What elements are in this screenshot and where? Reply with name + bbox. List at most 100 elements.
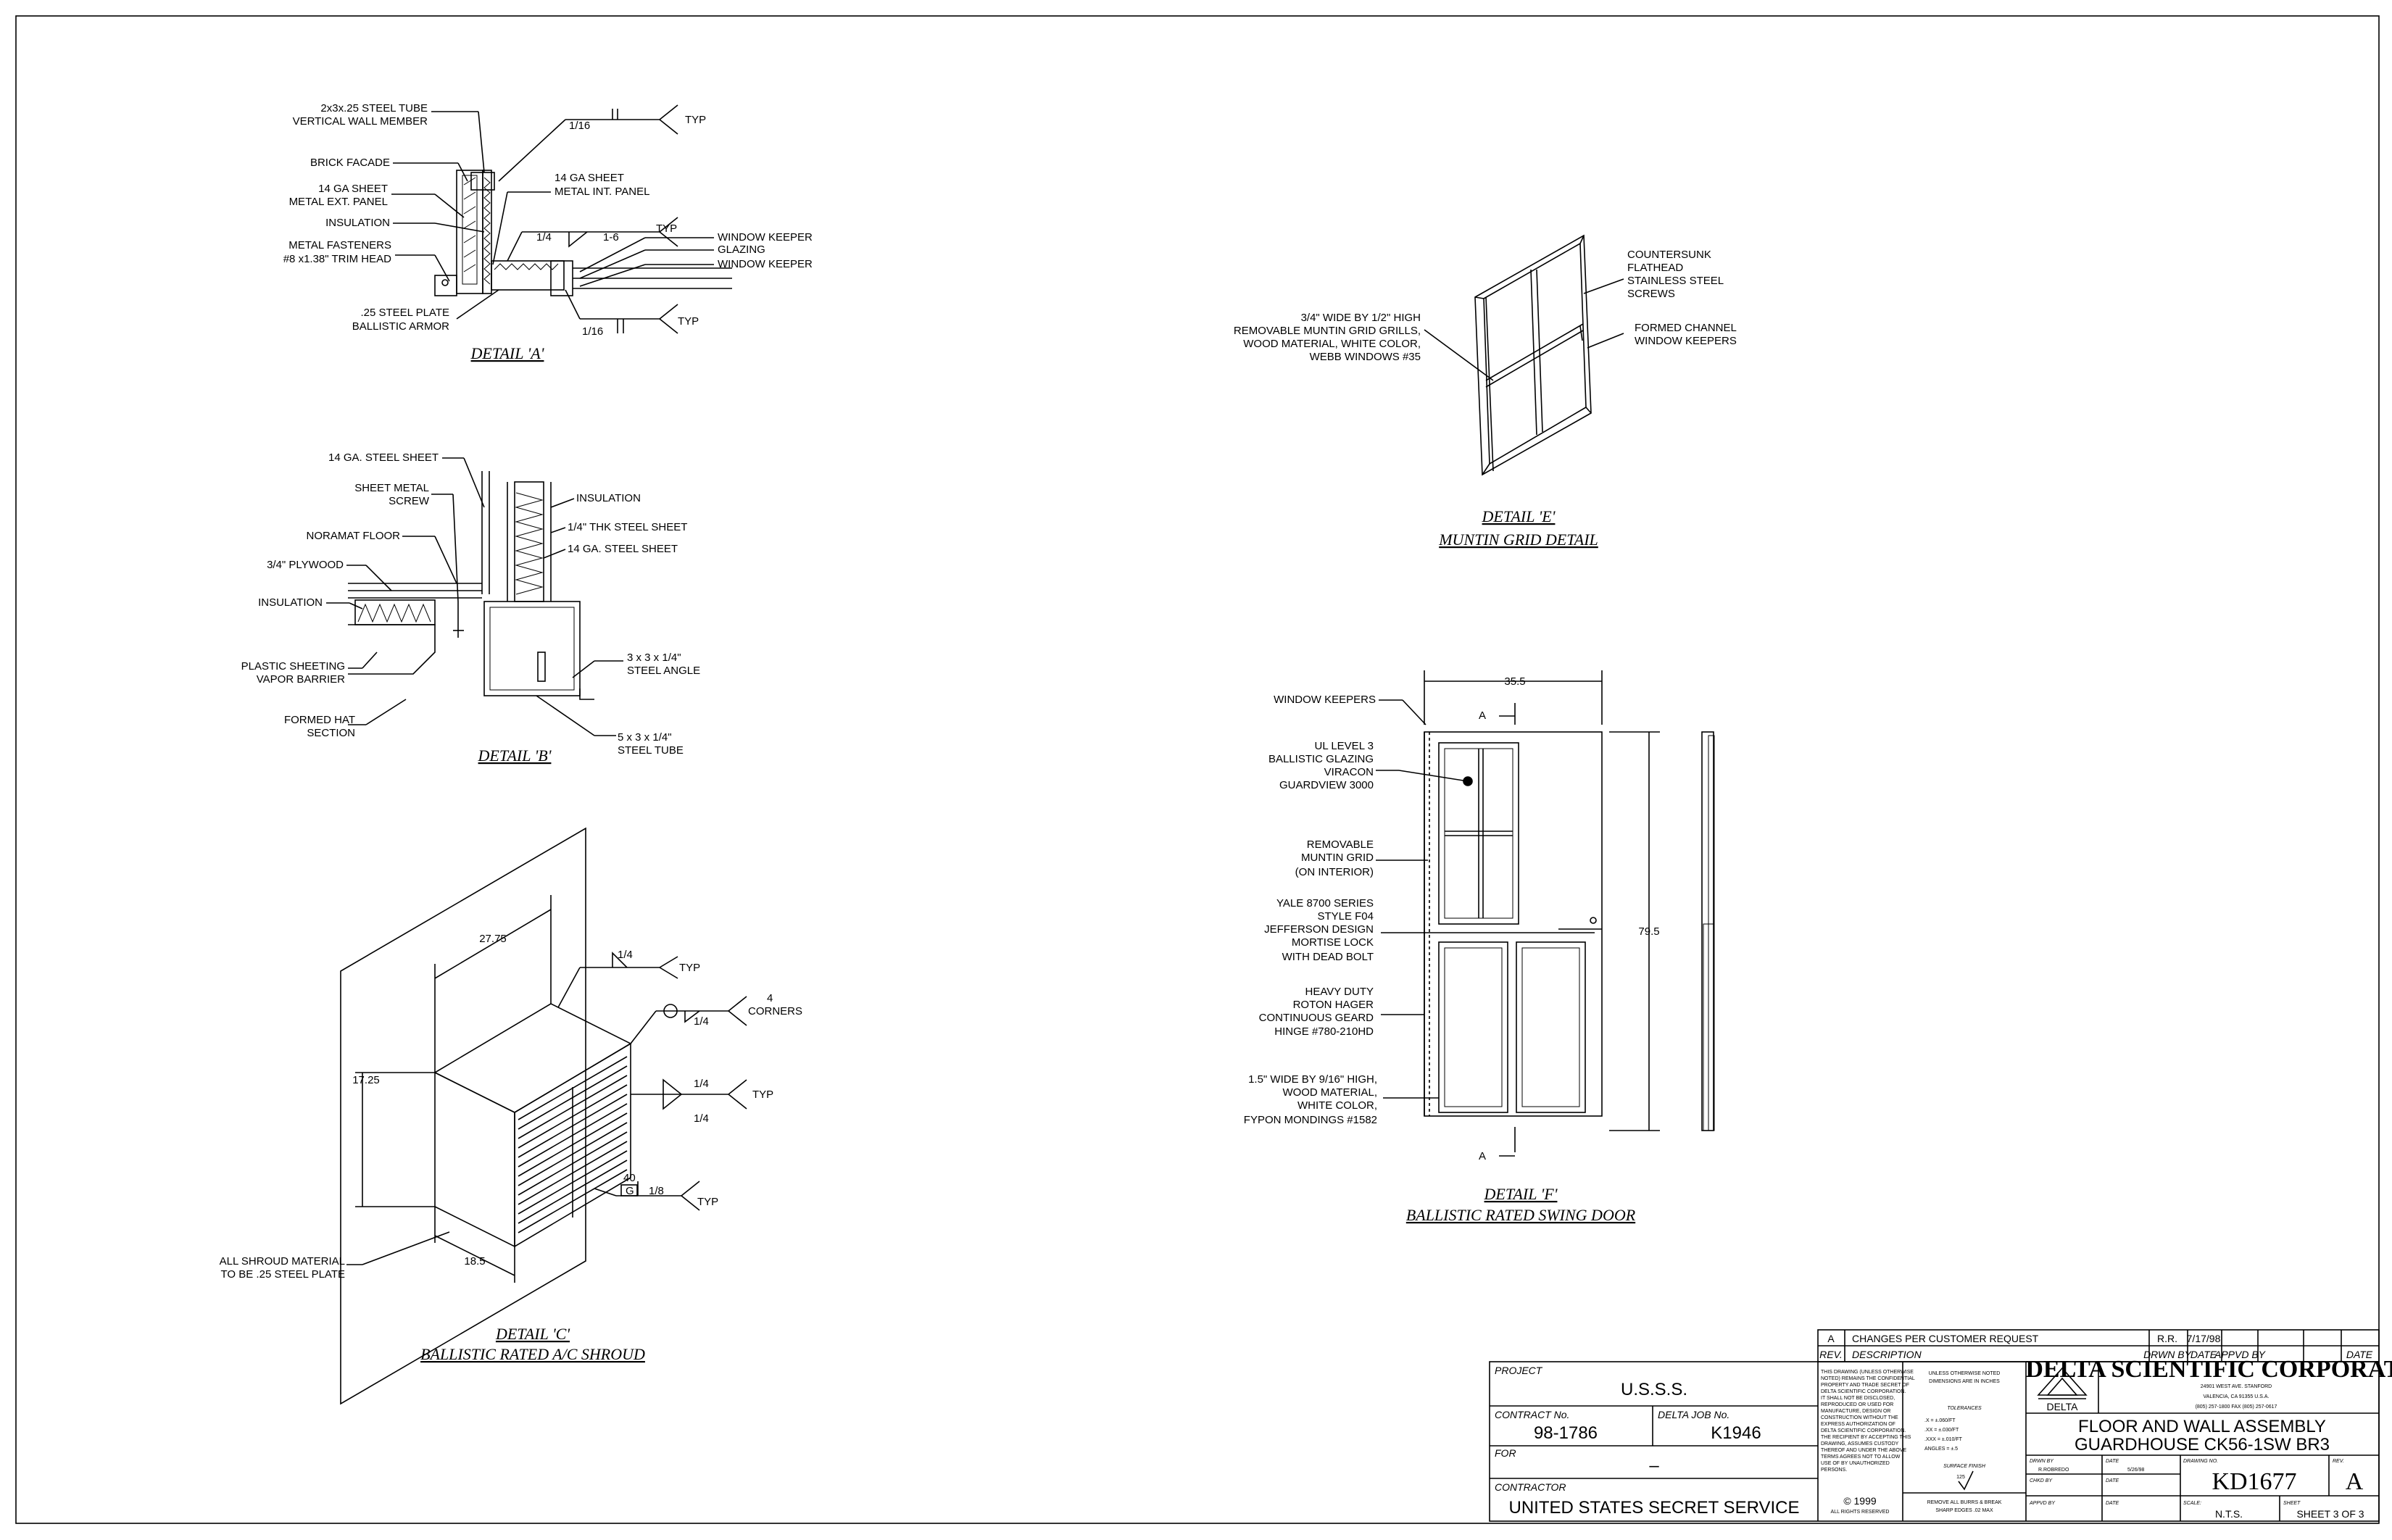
label-b-5: INSULATION (258, 596, 323, 609)
label-f-6: MUNTIN GRID (1301, 852, 1374, 864)
dim-f-0: 35.5 (1504, 675, 1525, 688)
project-value: U.S.S.S. (1621, 1380, 1687, 1399)
label-c-0: ALL SHROUD MATERIAL (220, 1255, 345, 1268)
job-label: DELTA JOB No. (1658, 1409, 1729, 1420)
contract-label: CONTRACT No. (1495, 1409, 1569, 1420)
tolerance-1: .XX = ±.030/FT (1924, 1428, 1959, 1433)
label-b-12: 14 GA. STEEL SHEET (568, 543, 678, 555)
label-f-4: GUARDVIEW 3000 (1279, 779, 1374, 791)
label-f-13: HEAVY DUTY (1305, 986, 1374, 998)
label-b-1: SHEET METAL (354, 482, 429, 494)
label-f-16: HINGE #780-210HD (1274, 1025, 1374, 1038)
appvd-by-label: APPVD BY (2029, 1501, 2056, 1506)
address-1: VALENCIA, CA 91355 U.S.A. (2204, 1394, 2270, 1399)
address-0: 24901 WEST AVE. STANFORD (2201, 1384, 2272, 1389)
label-b-10: INSULATION (576, 492, 641, 504)
weld-c-10: 1/8 (649, 1185, 664, 1197)
rev-label: REV. (2333, 1459, 2344, 1464)
sheet-border (15, 15, 2380, 1524)
label-a-keeper-2: WINDOW KEEPER (718, 258, 813, 270)
label-f-11: MORTISE LOCK (1292, 936, 1374, 949)
tol-head-0: UNLESS OTHERWISE NOTED (1929, 1371, 2001, 1376)
notice-15: PERSONS. (1821, 1468, 1847, 1473)
rev-head-5: DATE (2346, 1349, 2373, 1360)
detail-f-subtitle: BALLISTIC RATED SWING DOOR (1406, 1206, 1636, 1224)
label-a-sheet-1: 14 GA SHEET (318, 183, 388, 195)
tolerance-0: .X = ±.060/FT (1924, 1418, 1956, 1423)
weld-a-typ-2: TYP (656, 222, 677, 235)
notice-12: THEREOF AND UNDER THE ABOVE (1821, 1448, 1906, 1453)
weld-a-typ-1: TYP (685, 114, 706, 126)
weld-c-8: 40 (623, 1172, 636, 1184)
drwn-by-value: R.ROBREDO (2038, 1468, 2069, 1473)
label-f-8: YALE 8700 SERIES (1276, 897, 1374, 910)
drawing-title-0: FLOOR AND WALL ASSEMBLY (2078, 1417, 2326, 1436)
burrs-0: REMOVE ALL BURRS & BREAK (1927, 1500, 2002, 1505)
for-label: FOR (1495, 1447, 1516, 1459)
for-value: – (1649, 1456, 1659, 1476)
chkd-date-label: DATE (2106, 1478, 2119, 1483)
label-b-15: 5 x 3 x 1/4" (618, 731, 672, 744)
label-f-17: 1.5" WIDE BY 9/16" HIGH, (1248, 1073, 1377, 1086)
date-label: DATE (2106, 1459, 2119, 1464)
detail-a-title: DETAIL 'A' (470, 344, 544, 362)
contractor-value: UNITED STATES SECRET SERVICE (1509, 1498, 1800, 1518)
detail-c-subtitle: BALLISTIC RATED A/C SHROUD (420, 1345, 645, 1363)
label-b-8: FORMED HAT (284, 714, 355, 726)
label-f-15: CONTINUOUS GEARD (1259, 1012, 1374, 1024)
weld-a-3: 1-6 (603, 231, 619, 244)
date-value: 5/26/98 (2127, 1468, 2144, 1473)
label-a-plate-1: .25 STEEL PLATE (360, 307, 449, 319)
project-label: PROJECT (1495, 1365, 1543, 1376)
job-value: K1946 (1711, 1423, 1761, 1443)
label-f-20: FYPON MONDINGS #1582 (1244, 1114, 1377, 1126)
label-e-9: WINDOW KEEPERS (1635, 335, 1737, 347)
label-e-6: STAINLESS STEEL (1627, 275, 1724, 287)
label-f-12: WITH DEAD BOLT (1282, 951, 1374, 963)
weld-c-4: CORNERS (748, 1005, 802, 1017)
label-b-0: 14 GA. STEEL SHEET (328, 451, 439, 464)
dwg-no-label: DRAWING NO. (2183, 1459, 2218, 1464)
label-a-sheet-2: METAL EXT. PANEL (289, 196, 388, 208)
detail-f: 35.5 79.5 A A WINDOW KEEPERS UL LEVEL 3 … (1244, 670, 1715, 1224)
weld-c-11: TYP (697, 1196, 718, 1208)
dim-c-1: 17.25 (352, 1074, 380, 1086)
label-f-9: STYLE F04 (1317, 910, 1374, 923)
rev-head-1: DESCRIPTION (1852, 1349, 1922, 1360)
rev-value: A (2346, 1468, 2364, 1495)
notice-0: THIS DRAWING (UNLESS OTHERWISE (1821, 1370, 1914, 1375)
notice-8: EXPRESS AUTHORIZATION OF (1821, 1422, 1895, 1427)
notice-6: MANUFACTURE, DESIGN OR (1821, 1409, 1890, 1414)
tol-head-1: DIMENSIONS ARE IN INCHES (1929, 1379, 2000, 1384)
notice-3: DELTA SCIENTIFIC CORPORATION. (1821, 1389, 1906, 1394)
notice-7: CONSTRUCTION WITHOUT THE (1821, 1415, 1898, 1420)
notice-11: DRAWING, ASSUMES CUSTODY (1821, 1441, 1899, 1447)
weld-a-2: 1/4 (536, 231, 552, 244)
rev-row-date: 7/17/98 (2187, 1333, 2221, 1344)
dim-c-2: 18.5 (464, 1255, 485, 1268)
label-a-fasteners-1: METAL FASTENERS (288, 239, 391, 251)
rev-row-by: R.R. (2157, 1333, 2177, 1344)
label-b-2: SCREW (389, 495, 430, 507)
dwg-no-value: KD1677 (2212, 1468, 2296, 1495)
section-f-0: A (1479, 709, 1486, 722)
tolerance-3: ANGLES = ±.5 (1924, 1447, 1958, 1452)
weld-a-1: 1/16 (569, 120, 590, 132)
rights: ALL RIGHTS RESERVED (1831, 1510, 1890, 1515)
company-name: DELTA SCIENTIFIC CORPORATION (2025, 1356, 2392, 1383)
label-a-plate-2: BALLISTIC ARMOR (352, 320, 449, 333)
label-e-4: COUNTERSUNK (1627, 249, 1711, 261)
label-b-9: SECTION (307, 727, 355, 739)
delta-logo-icon (2037, 1367, 2088, 1399)
copyright: © 1999 (1843, 1495, 1877, 1507)
label-c-1: TO BE .25 STEEL PLATE (221, 1268, 345, 1281)
label-b-3: NORAMAT FLOOR (307, 530, 401, 542)
surface-value: 125 (1956, 1475, 1965, 1480)
label-e-0: 3/4" WIDE BY 1/2" HIGH (1301, 312, 1421, 324)
surface-label: SURFACE FINISH (1943, 1464, 1986, 1469)
notice-14: USE OF BY UNAUTHORIZED (1821, 1461, 1890, 1466)
rev-row-rev: A (1827, 1333, 1835, 1344)
weld-c-2: 1/4 (694, 1015, 709, 1028)
notice-4: IT SHALL NOT BE DISCLOSED, (1821, 1396, 1895, 1401)
label-a-fasteners-2: #8 x1.38" TRIM HEAD (283, 253, 391, 265)
